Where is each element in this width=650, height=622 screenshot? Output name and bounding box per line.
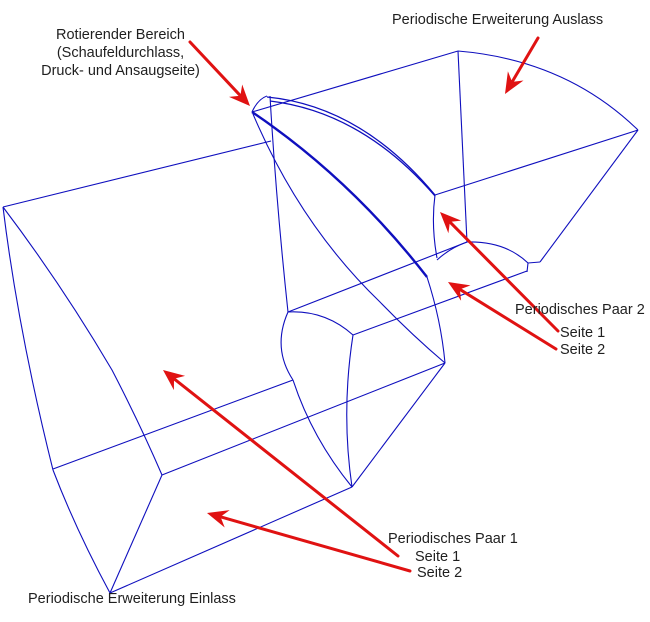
- shroud-arc-inner: [269, 100, 436, 197]
- rotating-region-curves: [251, 95, 528, 488]
- arrow-shaft: [169, 374, 400, 558]
- passage-lower-curve-left: [292, 379, 353, 488]
- arrow-head-icon: [163, 370, 186, 391]
- inlet-lower-diagonal: [161, 362, 446, 476]
- blade-trailing-edge: [426, 276, 446, 364]
- hub-top-arc: [287, 311, 354, 336]
- inlet-box-edges: [2, 140, 446, 594]
- passage-bottom-edge: [351, 362, 446, 488]
- arrow-rotating-region: [188, 40, 250, 106]
- annotation-arrows: [163, 36, 560, 573]
- inlet-left-edge: [2, 206, 54, 471]
- outlet-box-edges: [251, 50, 639, 273]
- outlet-right-edge: [539, 129, 639, 263]
- outlet-corner-edge: [432, 194, 438, 259]
- outlet-hub-tick: [526, 262, 529, 273]
- blade-pressure-curve: [252, 113, 446, 364]
- label-rotating-region-line2: (Schaufeldurchlass,: [56, 45, 185, 61]
- arrow-head-icon: [505, 71, 524, 94]
- label-rotating-region: Rotierender Bereich (Schaufeldurchlass, …: [18, 26, 223, 80]
- label-inlet-extension: Periodische Erweiterung Einlass: [28, 591, 236, 607]
- label-rotating-region-line1: Rotierender Bereich: [56, 27, 185, 43]
- inlet-front-curve: [2, 206, 163, 476]
- outlet-top-arc: [457, 50, 639, 131]
- inlet-bottom-left-edge: [52, 469, 111, 594]
- arrow-outlet-extension: [505, 36, 540, 94]
- label-pair1-side2: Seite 2: [417, 565, 463, 581]
- label-rotating-region-line3: Druck- und Ansaugseite): [41, 63, 200, 79]
- passage-vertical-edge: [269, 95, 289, 313]
- shroud-arc-outer: [266, 96, 436, 196]
- channel-rear-edge-upper: [287, 241, 468, 313]
- arrow-shaft: [508, 36, 540, 87]
- label-pair2-side1: Seite 1: [560, 325, 606, 341]
- arrow-pair1-side1: [163, 370, 400, 558]
- arrow-pair1-side2: [207, 510, 412, 573]
- arrow-pair2-side2: [448, 282, 558, 351]
- inlet-top-edge: [2, 140, 272, 208]
- inlet-upper-diagonal: [52, 379, 294, 470]
- blade-suction-curve: [251, 111, 428, 278]
- arrow-head-icon: [229, 84, 250, 106]
- label-outlet-extension: Periodische Erweiterung Auslass: [392, 12, 604, 28]
- arrow-shaft: [215, 514, 412, 573]
- blade-tip-connector: [251, 95, 268, 113]
- arrow-shaft: [445, 217, 560, 333]
- outlet-hub-arc: [436, 241, 529, 264]
- arrow-head-icon: [448, 282, 471, 301]
- arrow-shaft: [188, 40, 245, 101]
- passage-bulge-curve: [280, 311, 294, 381]
- label-pair1-side1: Seite 1: [415, 549, 461, 565]
- outlet-front-edge: [434, 129, 639, 196]
- outlet-bottom-edge: [527, 261, 541, 264]
- arrow-pair2-side1: [440, 212, 560, 333]
- inlet-bottom-front-edge: [109, 474, 163, 594]
- inlet-bottom-diagonal: [109, 486, 353, 594]
- arrow-head-icon: [207, 510, 230, 528]
- label-pair2-side2: Seite 2: [560, 342, 606, 358]
- label-pair2-title: Periodisches Paar 2: [515, 302, 645, 318]
- label-pair1-title: Periodisches Paar 1: [388, 531, 518, 547]
- passage-lower-curve-right: [346, 334, 354, 488]
- arrow-head-icon: [440, 212, 462, 234]
- outlet-top-edge: [251, 50, 459, 113]
- arrow-shaft: [455, 285, 558, 351]
- channel-rear-edge-lower: [352, 270, 528, 336]
- outlet-vertical-edge: [457, 50, 468, 243]
